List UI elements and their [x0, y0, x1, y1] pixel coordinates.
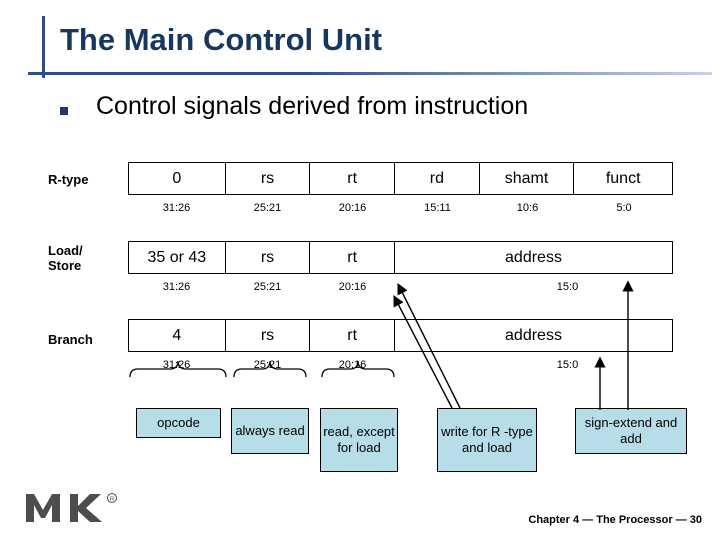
title-divider [28, 72, 712, 75]
field-b-rs: rs [226, 320, 311, 351]
row-label-load-store-line1: Load/ [48, 243, 83, 258]
footer-chapter-note: Chapter 4 — The Processor — 30 [528, 514, 702, 526]
page-title: The Main Control Unit [60, 22, 383, 57]
bullet-row: Control signals derived from instruction [52, 92, 692, 132]
bits-b-opcode: 31:26 [162, 359, 191, 371]
instruction-row-r-type: 0 rs rt rd shamt funct [128, 162, 673, 195]
field-r-shamt: shamt [480, 163, 575, 194]
bits-r-rd: 15:11 [424, 202, 451, 214]
field-b-opcode: 4 [129, 320, 226, 351]
bits-b-rs: 25:21 [253, 359, 282, 371]
legend-box-write-for-r-type-and-load: write for R -type and load [437, 408, 537, 472]
legend-box-read-except-load: read, except for load [320, 408, 398, 472]
field-r-rt: rt [310, 163, 396, 194]
instruction-row-load-store: 35 or 43 rs rt address [128, 241, 673, 274]
field-ls-rs: rs [226, 242, 311, 273]
bits-b-rt: 20:16 [338, 359, 367, 371]
row-label-r-type: R-type [48, 172, 89, 187]
field-r-opcode: 0 [129, 163, 226, 194]
row-label-load-store-line2: Store [48, 258, 82, 273]
bits-r-shamt: 10:6 [516, 202, 539, 214]
row-label-load-store: Load/ Store [48, 243, 83, 273]
field-b-rt: rt [310, 320, 396, 351]
field-ls-rt: rt [310, 242, 396, 273]
legend-box-sign-extend-and-add: sign-extend and add [575, 408, 687, 454]
field-r-rd: rd [395, 163, 480, 194]
field-r-rs: rs [226, 163, 311, 194]
bits-r-funct: 5:0 [616, 202, 632, 214]
legend-box-always-read: always read [231, 408, 309, 454]
bits-b-address: 15:0 [556, 359, 579, 371]
mk-logo: R [26, 490, 126, 524]
bits-r-opcode: 31:26 [162, 202, 191, 214]
instruction-row-branch: 4 rs rt address [128, 319, 673, 352]
bits-ls-opcode: 31:26 [162, 281, 191, 293]
svg-text:R: R [110, 497, 115, 503]
bullet-text: Control signals derived from instruction [96, 92, 529, 120]
field-r-funct: funct [605, 169, 641, 187]
bits-r-rs: 25:21 [253, 202, 282, 214]
legend-box-opcode: opcode [136, 408, 221, 438]
instruction-format-diagram: R-type 0 rs rt rd shamt funct 31:26 25:2… [0, 150, 720, 490]
field-b-address: address [505, 326, 562, 344]
bits-ls-rs: 25:21 [253, 281, 282, 293]
row-label-branch: Branch [48, 332, 93, 347]
bits-r-rt: 20:16 [338, 202, 367, 214]
bullet-square-icon [60, 107, 68, 115]
bits-ls-rt: 20:16 [338, 281, 367, 293]
bits-ls-address: 15:0 [556, 281, 579, 293]
title-accent-bar [42, 16, 45, 78]
field-ls-opcode: 35 or 43 [129, 242, 226, 273]
title-bar: The Main Control Unit [0, 0, 720, 78]
field-ls-address: address [505, 248, 562, 266]
